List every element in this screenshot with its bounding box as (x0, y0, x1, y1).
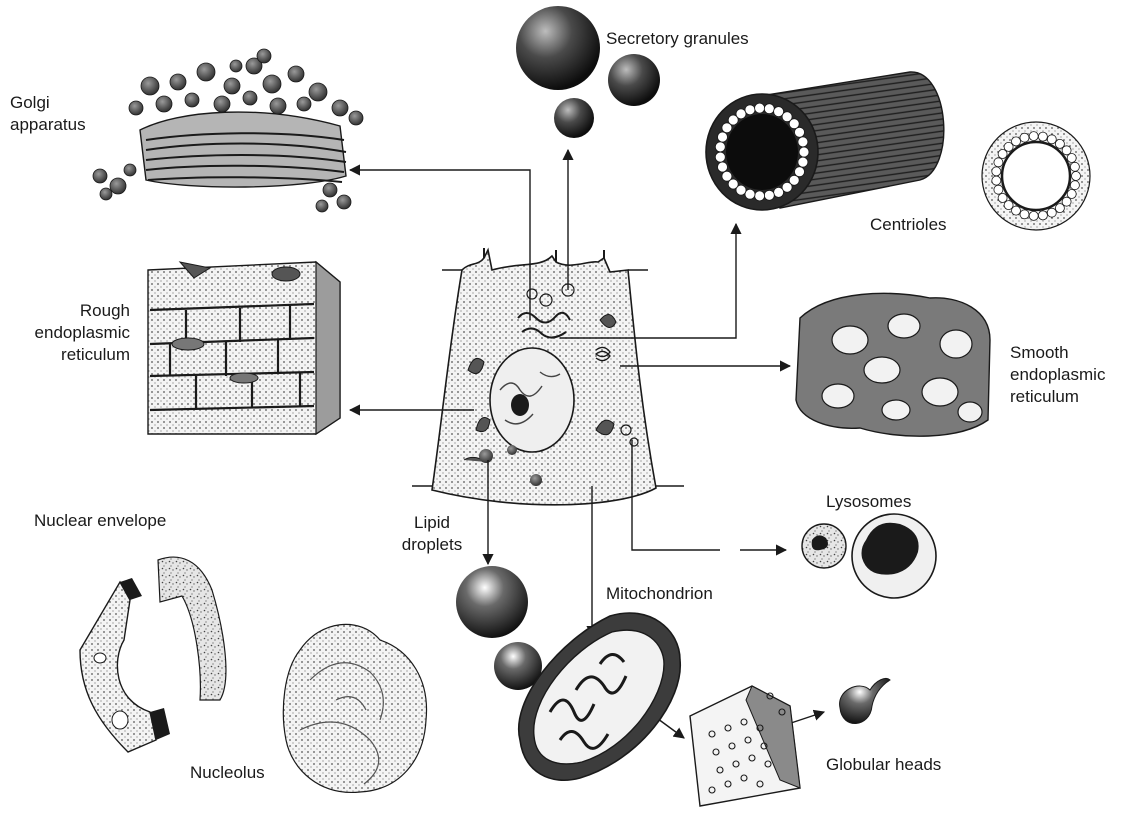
microtubule-bead (718, 162, 728, 172)
microtubule-bead (1038, 132, 1047, 141)
microtubule-bead (764, 104, 774, 114)
microtubule-bead (736, 109, 746, 119)
microtubule-bead (1020, 210, 1029, 219)
globular-heads-illustration (690, 678, 890, 806)
microtubule-bead (1012, 137, 1021, 146)
microtubule-bead (745, 105, 755, 115)
microtubule-bead (998, 194, 1007, 203)
golgi-label-text: Golgi apparatus (10, 93, 86, 134)
microtubule-bead (1067, 154, 1076, 163)
nucleolus-illustration (283, 624, 426, 792)
microtubule-bead (992, 167, 1001, 176)
microtubule-bead (774, 187, 784, 197)
microtubule-bead (1047, 208, 1056, 217)
microtubule-bead (1067, 190, 1076, 199)
microtubule-bead (798, 157, 808, 167)
mitochondrion-label: Mitochondrion (606, 583, 713, 605)
centrioles-label: Centrioles (870, 214, 947, 236)
smooth-er-illustration (796, 293, 990, 436)
microtubule-bead (994, 185, 1003, 194)
microtubule-bead (722, 171, 732, 181)
lysosomes-illustration (802, 514, 936, 598)
secretory-granules-label: Secretory granules (606, 28, 749, 50)
lipid-droplets-label-text: Lipid droplets (402, 513, 462, 554)
microtubule-bead (755, 103, 765, 113)
lipid-droplets-illustration (456, 566, 542, 690)
golgi-apparatus-label: Golgi apparatus (10, 92, 86, 136)
microtubule-bead (795, 127, 805, 137)
microtubule-bead (1070, 181, 1079, 190)
microtubule-bead (715, 142, 725, 152)
smooth-er-label-text: Smooth endoplasmic reticulum (1010, 343, 1105, 406)
central-cell (412, 248, 684, 505)
microtubule-bead (715, 152, 725, 162)
secretory-granules-illustration (516, 6, 660, 138)
microtubule-bead (1020, 133, 1029, 142)
microtubule-bead (799, 147, 809, 157)
microtubule-bead (1029, 211, 1038, 220)
rough-er-label: Rough endoplasmic reticulum (0, 300, 130, 366)
microtubule-bead (992, 176, 1001, 185)
nuclear-envelope-label: Nuclear envelope (34, 510, 166, 532)
microtubule-bead (745, 189, 755, 199)
microtubule-bead (1038, 211, 1047, 220)
rough-er-label-text: Rough endoplasmic reticulum (35, 301, 130, 364)
lipid-droplets-label: Lipid droplets (392, 512, 472, 556)
globular-heads-label: Globular heads (826, 754, 941, 776)
microtubule-bead (789, 119, 799, 129)
microtubule-bead (755, 191, 765, 201)
nuclear-envelope-illustration (80, 557, 226, 752)
microtubule-bead (1062, 146, 1071, 155)
rough-er-illustration (148, 262, 340, 434)
centrioles-illustration (706, 72, 1090, 230)
microtubule-bead (1055, 204, 1064, 213)
mitochondrion-illustration (519, 613, 681, 780)
microtubule-bead (764, 190, 774, 200)
smooth-er-label: Smooth endoplasmic reticulum (1010, 342, 1105, 408)
microtubule-bead (1047, 135, 1056, 144)
microtubule-bead (1029, 132, 1038, 141)
microtubule-bead (1070, 162, 1079, 171)
microtubule-bead (994, 158, 1003, 167)
lysosomes-label: Lysosomes (826, 491, 911, 513)
nucleolus-label: Nucleolus (190, 762, 265, 784)
golgi-apparatus-illustration (93, 49, 363, 212)
microtubule-bead (718, 132, 728, 142)
microtubule-bead (798, 137, 808, 147)
microtubule-bead (795, 167, 805, 177)
microtubule-bead (1072, 172, 1081, 181)
